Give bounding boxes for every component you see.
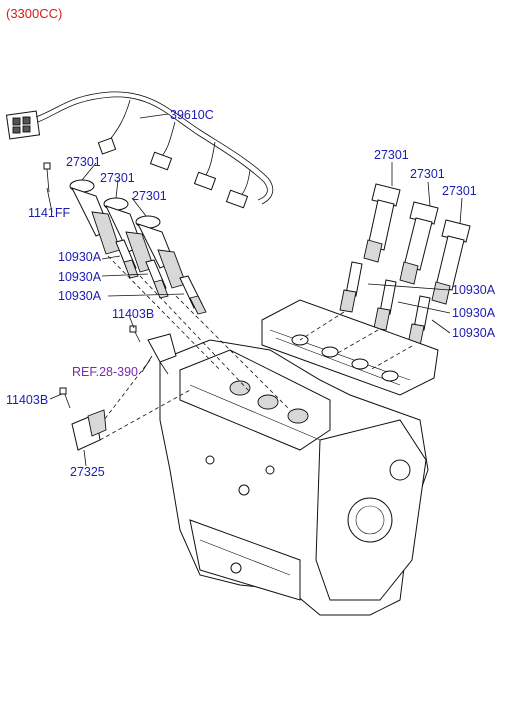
label-coil-bolt: 1141FF <box>28 206 71 220</box>
label-coil-right-1: 27301 <box>374 148 409 162</box>
label-coil-left-3: 27301 <box>132 189 167 203</box>
wiring-harness[interactable] <box>5 91 274 209</box>
label-crank-sensor: 27325 <box>70 465 105 479</box>
label-coil-right-2: 27301 <box>410 167 445 181</box>
label-plug-right-2: 10930A <box>452 306 496 320</box>
label-plug-right-3: 10930A <box>452 326 496 340</box>
coil-bolt[interactable] <box>43 162 51 193</box>
label-sensor-bolt: 11403B <box>6 393 48 407</box>
leader-lines <box>46 113 463 467</box>
label-plug-left-2: 10930A <box>58 270 102 284</box>
label-bracket-bolt: 11403B <box>112 307 154 321</box>
crankshaft-position-sensor[interactable] <box>71 409 107 451</box>
engine-variant-label: (3300CC) <box>6 6 63 21</box>
dashed-guides <box>99 255 413 441</box>
sensor-bracket[interactable] <box>147 333 177 375</box>
label-reference: REF.28-390 <box>72 365 138 379</box>
label-plug-left-3: 10930A <box>58 289 102 303</box>
left-spark-plugs[interactable] <box>115 239 207 315</box>
label-coil-left-2: 27301 <box>100 171 135 185</box>
engine-block <box>159 299 439 616</box>
label-coil-left-1: 27301 <box>66 155 101 169</box>
right-ignition-coils[interactable] <box>363 183 471 305</box>
label-wiring-harness: 39610C <box>170 108 214 122</box>
label-plug-left-1: 10930A <box>58 250 102 264</box>
label-plug-right-1: 10930A <box>452 283 496 297</box>
sensor-bolts[interactable] <box>59 325 141 409</box>
label-coil-right-3: 27301 <box>442 184 477 198</box>
